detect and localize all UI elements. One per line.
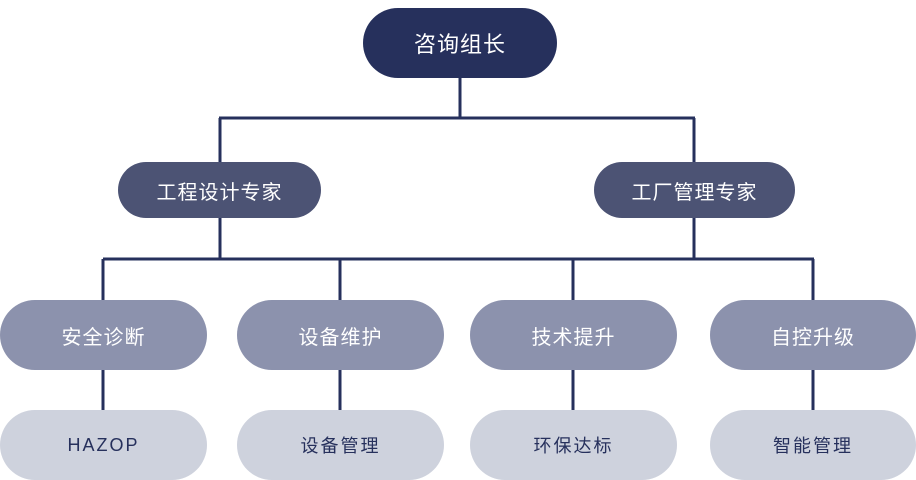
org-node-equipment-management[interactable]: 设备管理 [237,410,444,480]
org-node-factory-management-expert[interactable]: 工厂管理专家 [594,162,795,218]
org-node-label: 设备维护 [298,326,383,349]
org-node-label: 自控升级 [771,326,855,349]
org-node-label: 智能管理 [773,436,853,456]
org-node-label: 咨询组长 [413,32,506,57]
org-node-intelligent-management[interactable]: 智能管理 [710,410,916,480]
org-node-root[interactable]: 咨询组长 [363,8,557,78]
org-node-label: 设备管理 [300,436,381,456]
org-node-environmental-compliance[interactable]: 环保达标 [470,410,677,480]
org-node-equipment-maintenance[interactable]: 设备维护 [237,300,444,370]
org-node-engineering-design-expert[interactable]: 工程设计专家 [118,162,321,218]
org-node-label: 安全诊断 [61,326,146,349]
org-node-label: HAZOP [67,434,140,455]
org-node-technology-improvement[interactable]: 技术提升 [470,300,677,370]
org-node-label: 环保达标 [533,436,614,456]
org-node-hazop[interactable]: HAZOP [0,410,207,480]
org-node-automation-upgrade[interactable]: 自控升级 [710,300,916,370]
org-node-label: 工程设计专家 [156,181,283,204]
org-node-label: 技术提升 [531,326,616,349]
org-node-safety-diagnosis[interactable]: 安全诊断 [0,300,207,370]
org-node-label: 工厂管理专家 [631,181,758,204]
